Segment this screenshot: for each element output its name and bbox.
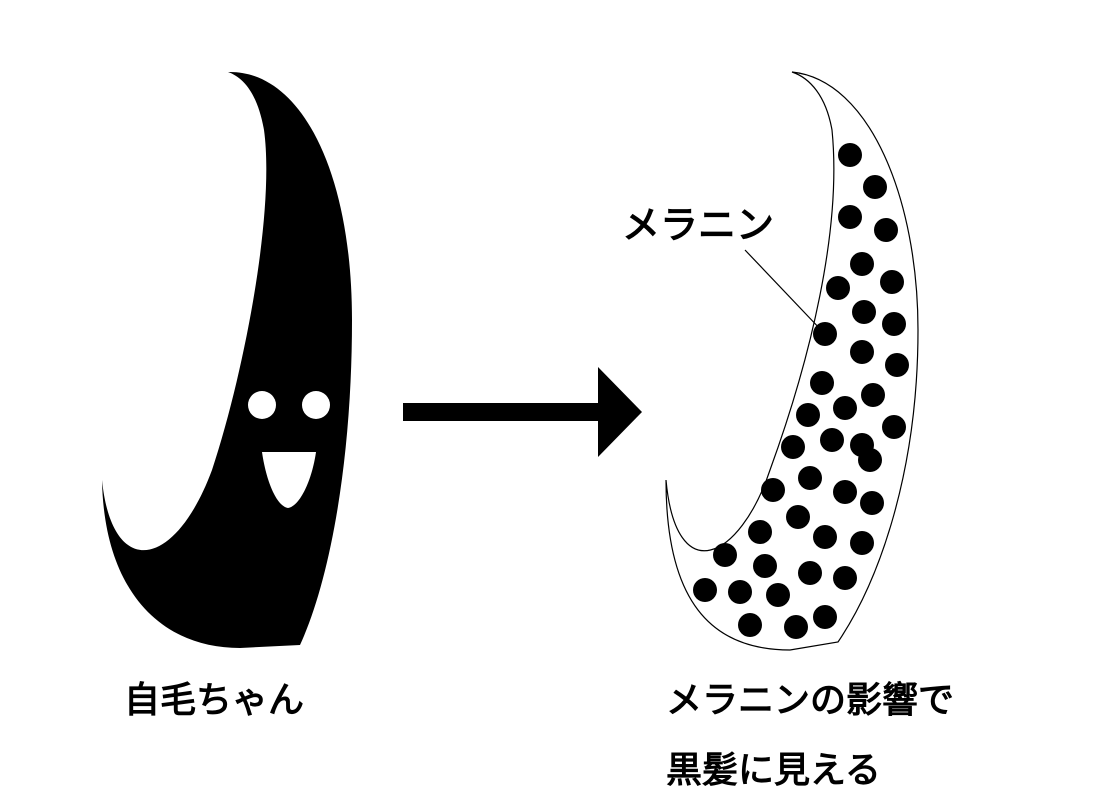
melanin-dot-icon [880, 270, 904, 294]
melanin-dot-icon [863, 175, 887, 199]
melanin-dot-icon [753, 554, 777, 578]
melanin-dot-icon [784, 615, 808, 639]
melanin-dot-icon [738, 613, 762, 637]
melanin-dot-icon [713, 543, 737, 567]
outlined-hair-strand-icon [665, 71, 919, 651]
black-hair-strand-icon [102, 71, 352, 649]
melanin-dot-icon [838, 143, 862, 167]
right-caption-line-2: 黒髪に見える [666, 750, 881, 791]
melanin-dot-icon [885, 353, 909, 377]
hair-strand-with-melanin [665, 71, 919, 651]
left-eye-icon [248, 391, 276, 419]
melanin-granules [693, 143, 909, 639]
melanin-callout-label: メラニン [622, 203, 774, 247]
melanin-dot-icon [858, 448, 882, 472]
melanin-dot-icon [761, 478, 785, 502]
right-caption-line-1: メラニンの影響で [666, 679, 954, 721]
melanin-dot-icon [766, 583, 790, 607]
melanin-dot-icon [838, 205, 862, 229]
smiling-mouth-icon [262, 452, 316, 508]
melanin-dot-icon [833, 480, 857, 504]
melanin-dot-icon [833, 396, 857, 420]
melanin-dot-icon [820, 428, 844, 452]
hair-strand-character [102, 71, 352, 649]
melanin-dot-icon [748, 520, 772, 544]
melanin-dot-icon [796, 403, 820, 427]
melanin-dot-icon [852, 300, 876, 324]
melanin-dot-icon [813, 525, 837, 549]
melanin-dot-icon [728, 580, 752, 604]
melanin-dot-icon [798, 561, 822, 585]
melanin-dot-icon [781, 435, 805, 459]
right-eye-icon [302, 391, 330, 419]
melanin-dot-icon [813, 605, 837, 629]
melanin-dot-icon [833, 566, 857, 590]
right-arrow-icon [403, 367, 642, 457]
melanin-dot-icon [860, 491, 884, 515]
melanin-dot-icon [798, 466, 822, 490]
melanin-dot-icon [882, 415, 906, 439]
callout-leader-line [744, 249, 824, 333]
melanin-dot-icon [826, 276, 850, 300]
melanin-dot-icon [861, 383, 885, 407]
melanin-dot-icon [882, 312, 906, 336]
melanin-dot-icon [850, 252, 874, 276]
left-caption: 自毛ちゃん [124, 680, 304, 721]
melanin-dot-icon [810, 371, 834, 395]
melanin-dot-icon [850, 531, 874, 555]
melanin-dot-icon [786, 505, 810, 529]
melanin-dot-icon [693, 578, 717, 602]
melanin-dot-icon [850, 340, 874, 364]
melanin-dot-icon [874, 218, 898, 242]
